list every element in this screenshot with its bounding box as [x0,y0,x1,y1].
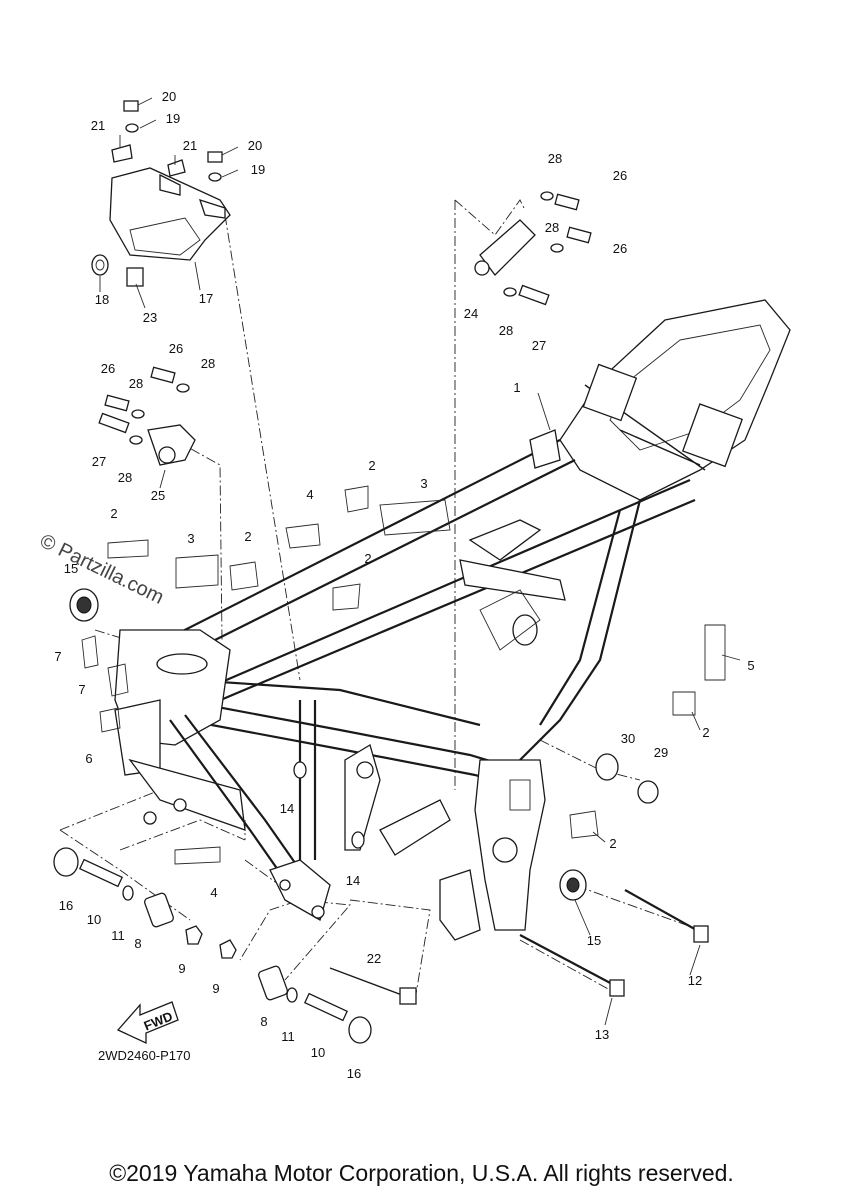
callout-number: 15 [64,561,78,576]
callout-number: 20 [162,89,176,104]
battery-box [109,144,231,261]
callout-number: 28 [129,376,143,391]
callout-number: 30 [621,731,635,746]
callout-number: 14 [280,801,294,816]
callout-number: 5 [747,658,754,673]
fwd-arrow-icon: FWD [116,1001,179,1045]
callout-number: 21 [91,118,105,133]
callout-number: 20 [248,138,262,153]
callout-number: 7 [54,649,61,664]
callout-number: 2 [702,725,709,740]
callout-number: 3 [187,531,194,546]
callout-number: 6 [85,751,92,766]
callout-number: 28 [548,151,562,166]
callout-layer: 1222222334456778899101011111213141415151… [54,89,754,1081]
decals [107,485,726,865]
callout-number: 28 [201,356,215,371]
callout-number: 4 [306,487,313,502]
hardware [53,100,709,1044]
callout-number: 13 [595,1027,609,1042]
callout-number: 2 [609,836,616,851]
callout-number: 28 [118,470,132,485]
callout-number: 3 [420,476,427,491]
callout-number: 4 [210,885,217,900]
callout-number: 11 [281,1029,295,1044]
callout-number: 16 [59,898,73,913]
callout-number: 9 [212,981,219,996]
callout-number: 28 [545,220,559,235]
callout-number: 1 [513,380,520,395]
callout-number: 10 [87,912,101,927]
callout-number: 10 [311,1045,325,1060]
copyright-notice: ©2019 Yamaha Motor Corporation, U.S.A. A… [109,1160,734,1186]
callout-number: 23 [143,310,157,325]
callout-number: 12 [688,973,702,988]
callout-number: 17 [199,291,213,306]
callout-number: 18 [95,292,109,307]
callout-number: 15 [587,933,601,948]
callout-number: 27 [532,338,546,353]
callout-number: 19 [166,111,180,126]
callout-number: 2 [244,529,251,544]
callout-number: 16 [347,1066,361,1081]
callout-number: 2 [368,458,375,473]
callout-number: 2 [110,506,117,521]
callout-number: 26 [613,241,627,256]
callout-number: 26 [169,341,183,356]
callout-number: 25 [151,488,165,503]
callout-leaders [99,97,741,1026]
callout-number: 27 [92,454,106,469]
callout-number: 26 [101,361,115,376]
callout-number: 19 [251,162,265,177]
diagram-code: 2WD2460-P170 [98,1048,191,1063]
callout-number: 24 [464,306,478,321]
callout-number: 2 [364,551,371,566]
callout-number: 9 [178,961,185,976]
callout-number: 14 [346,873,360,888]
callout-number: 21 [183,138,197,153]
callout-number: 29 [654,745,668,760]
main-frame [114,299,791,941]
callout-number: 28 [499,323,513,338]
callout-number: 22 [367,951,381,966]
callout-number: 8 [134,936,141,951]
callout-number: 11 [111,928,125,943]
callout-number: 7 [78,682,85,697]
callout-number: 8 [260,1014,267,1029]
callout-number: 26 [613,168,627,183]
